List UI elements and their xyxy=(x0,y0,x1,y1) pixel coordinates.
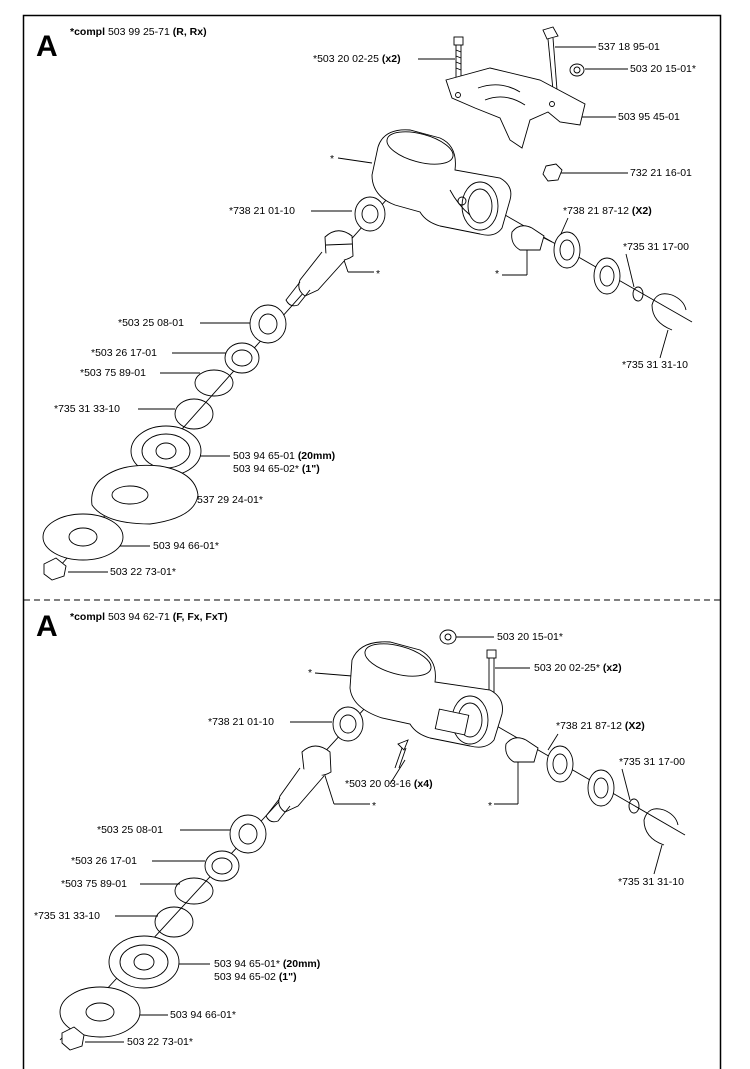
s1-guard-plate xyxy=(445,67,586,149)
s1-label-circlip-large: *735 31 31-10 xyxy=(622,359,688,371)
s1-label-support-cup: 537 29 24-01* xyxy=(197,494,263,506)
s1-plug xyxy=(569,63,585,77)
s1-label-circlip-small: *735 31 17-00 xyxy=(623,241,689,253)
s2-label-nut-bottom: 503 22 73-01* xyxy=(127,1036,193,1048)
section-1-drawing xyxy=(42,26,693,581)
s1-nut xyxy=(542,163,563,182)
s2-label-gear-star: * xyxy=(372,800,377,812)
s2-nut-bottom xyxy=(61,1026,85,1051)
s2-plug xyxy=(439,629,457,645)
s1-support-cup xyxy=(91,464,199,525)
s2-label-bolt: 503 20 02-25* (x2) xyxy=(534,662,622,674)
s1-nut-bottom xyxy=(43,557,67,581)
s2-circlip-mid xyxy=(154,906,194,938)
s1-label-guard-plate: 503 95 45-01 xyxy=(618,111,680,123)
s2-label-drive-disc-b: 503 94 65-02 (1") xyxy=(214,971,297,983)
s1-label-drive-disc-a: 503 94 65-01 (20mm) xyxy=(233,450,336,462)
s2-drive-disc xyxy=(108,935,180,989)
section-1-letter: A xyxy=(36,30,58,63)
s1-bearing-right-1 xyxy=(553,231,581,269)
s2-label-housing-star: * xyxy=(308,667,313,679)
s1-label-gear-star: * xyxy=(376,268,381,280)
s1-bolt-head xyxy=(453,36,464,46)
s2-label-screw: *503 20 03-16 (x4) xyxy=(345,778,433,790)
s1-label-circlip-mid: *735 31 33-10 xyxy=(54,403,120,415)
s1-label-plug: 503 20 15-01* xyxy=(630,63,696,75)
s1-label-nut-bottom: 503 22 73-01* xyxy=(110,566,176,578)
section-1-title-models: (R, Rx) xyxy=(172,26,207,38)
section-2-drawing xyxy=(59,629,686,1051)
s1-label-seal: *503 26 17-01 xyxy=(91,347,157,359)
s1-pinion xyxy=(511,225,545,251)
s1-label-bearing-right: *738 21 87-12 (X2) xyxy=(563,205,652,217)
s1-circlip-mid xyxy=(174,398,214,430)
s2-screw-head xyxy=(397,739,409,751)
s1-bearing-top xyxy=(354,196,386,232)
s1-seal xyxy=(224,342,260,374)
s1-label-nut: 732 21 16-01 xyxy=(630,167,692,179)
s2-bearing-lower xyxy=(229,814,267,854)
section-1-title: *compl 503 99 25-71 (R, Rx) xyxy=(70,26,207,38)
s2-label-ring: *503 75 89-01 xyxy=(61,878,127,890)
s1-label-housing-star: * xyxy=(330,153,335,165)
s1-label-ring: *503 75 89-01 xyxy=(80,367,146,379)
s1-bearing-right-2 xyxy=(593,257,621,295)
section-2-title-models: (F, Fx, FxT) xyxy=(172,611,228,623)
section-2-title-prefix: *compl xyxy=(70,611,106,623)
s2-label-seal: *503 26 17-01 xyxy=(71,855,137,867)
s1-label-bearing-top: *738 21 01-10 xyxy=(229,205,295,217)
s2-label-washer: 503 94 66-01* xyxy=(170,1009,236,1021)
s1-washer xyxy=(42,513,124,561)
s1-label-clamp-screw: 537 18 95-01 xyxy=(598,41,660,53)
s2-ring xyxy=(174,877,214,905)
s2-label-pinion-star: * xyxy=(488,800,493,812)
s2-label-drive-disc-a: 503 94 65-01* (20mm) xyxy=(214,958,321,970)
section-2-letter: A xyxy=(36,610,58,643)
section-1-title-number: 503 99 25-71 xyxy=(107,26,170,38)
s2-seal xyxy=(204,850,240,882)
s1-ring xyxy=(194,369,234,397)
s1-label-washer: 503 94 66-01* xyxy=(153,540,219,552)
s1-label-bolt: *503 20 02-25 (x2) xyxy=(313,53,401,65)
s2-label-circlip-mid: *735 31 33-10 xyxy=(34,910,100,922)
s1-circlip-large xyxy=(651,293,687,331)
page-border xyxy=(22,14,722,1069)
s1-label-pinion-star: * xyxy=(495,268,500,280)
s1-clamp-screw-head xyxy=(542,26,559,40)
s2-bearing-right-2 xyxy=(587,769,615,807)
s2-bearing-right-1 xyxy=(546,745,574,783)
s2-label-bearing-right: *738 21 87-12 (X2) xyxy=(556,720,645,732)
s2-label-plug: 503 20 15-01* xyxy=(497,631,563,643)
s1-bearing-lower xyxy=(249,304,287,344)
s1-label-drive-disc-b: 503 94 65-02* (1") xyxy=(233,463,320,475)
s2-circlip-large xyxy=(643,808,679,846)
s2-label-circlip-small: *735 31 17-00 xyxy=(619,756,685,768)
section-2-title: *compl 503 94 62-71 (F, Fx, FxT) xyxy=(70,611,228,623)
s2-label-bearing-top: *738 21 01-10 xyxy=(208,716,274,728)
s2-gear-shaft xyxy=(278,767,325,813)
s2-washer xyxy=(59,986,141,1038)
s2-bolt-head xyxy=(486,649,497,659)
section-1-title-prefix: *compl xyxy=(70,26,106,38)
s2-bearing-top xyxy=(332,706,364,742)
s1-circlip-small xyxy=(632,286,644,302)
s2-circlip-small xyxy=(628,798,640,814)
s1-gear-shaft xyxy=(298,251,346,297)
section-2-title-number: 503 94 62-71 xyxy=(107,611,170,623)
s2-label-bearing-lower: *503 25 08-01 xyxy=(97,824,163,836)
s1-label-bearing-lower: *503 25 08-01 xyxy=(118,317,184,329)
s2-pinion xyxy=(505,737,539,763)
s2-label-circlip-large: *735 31 31-10 xyxy=(618,876,684,888)
